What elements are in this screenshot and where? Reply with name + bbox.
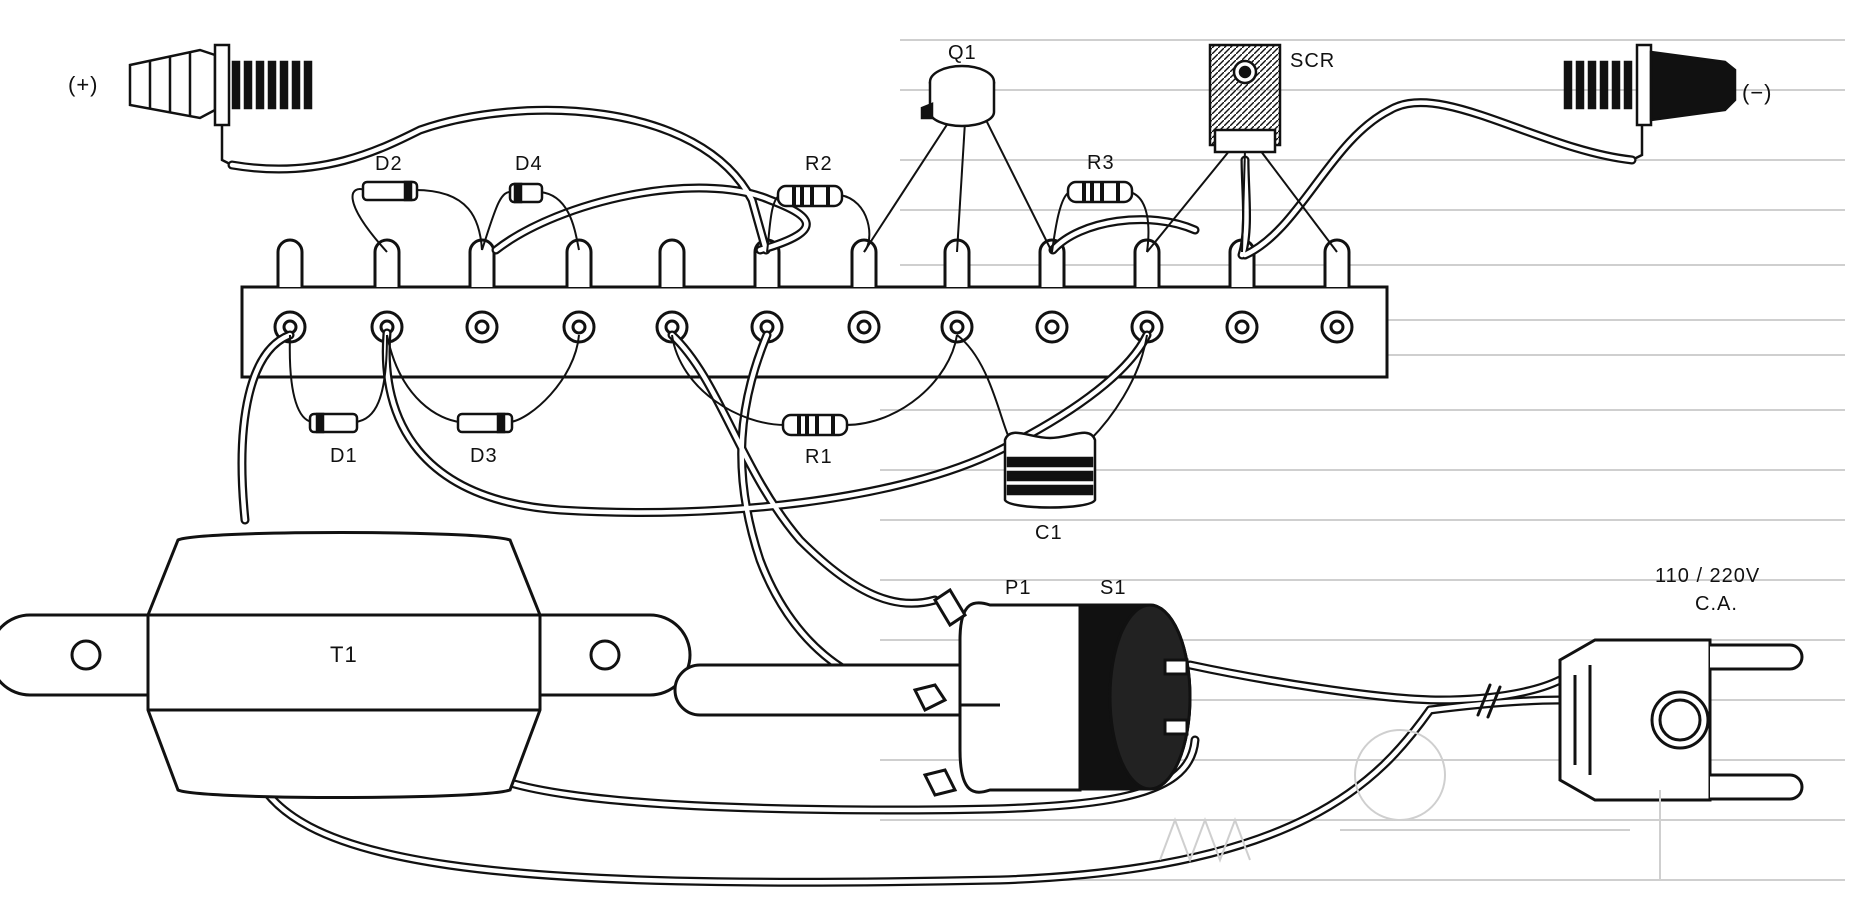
d1-label: D1: [330, 445, 358, 467]
d4-label: D4: [515, 153, 543, 175]
q1-label: Q1: [948, 42, 977, 64]
strip-screws: [273, 310, 1354, 344]
minus-terminal-label: (−): [1742, 80, 1773, 105]
diode-d3: [456, 412, 514, 434]
scr-device: [1208, 43, 1282, 154]
plus-binding-post: [128, 43, 313, 167]
wires: [227, 98, 1637, 887]
d3-label: D3: [470, 445, 498, 467]
mains-plug: [1558, 638, 1804, 802]
upper-lugs: [276, 238, 1351, 287]
scr-label: SCR: [1290, 50, 1336, 72]
p1-label: P1: [1005, 577, 1032, 599]
transistor-q1: [920, 64, 996, 128]
c1-label: C1: [1035, 522, 1063, 544]
mains-voltage-label: 110 / 220V: [1655, 565, 1761, 587]
diode-d4: [508, 182, 544, 204]
r3-label: R3: [1087, 152, 1115, 174]
resistor-r1: [781, 413, 849, 437]
capacitor-c1: [1003, 431, 1097, 509]
resistor-r3: [1066, 180, 1134, 204]
r2-label: R2: [805, 153, 833, 175]
diode-d2: [361, 180, 419, 202]
r1-label: R1: [805, 446, 833, 468]
s1-label: S1: [1100, 577, 1127, 599]
background-sketch: [1159, 729, 1661, 880]
minus-binding-post: [1563, 43, 1737, 162]
diode-d1: [308, 412, 359, 434]
plus-terminal-label: (+): [68, 72, 99, 97]
terminal-strip: [240, 238, 1389, 379]
mains-type-label: C.A.: [1695, 593, 1738, 615]
transformer-t1: [0, 531, 692, 799]
d2-label: D2: [375, 153, 403, 175]
resistor-r2: [776, 184, 844, 208]
pot-shaft: [673, 663, 962, 717]
pot-switch-p1-s1: [912, 587, 1192, 797]
t1-label: T1: [330, 642, 358, 667]
component-leads: [288, 117, 1338, 441]
